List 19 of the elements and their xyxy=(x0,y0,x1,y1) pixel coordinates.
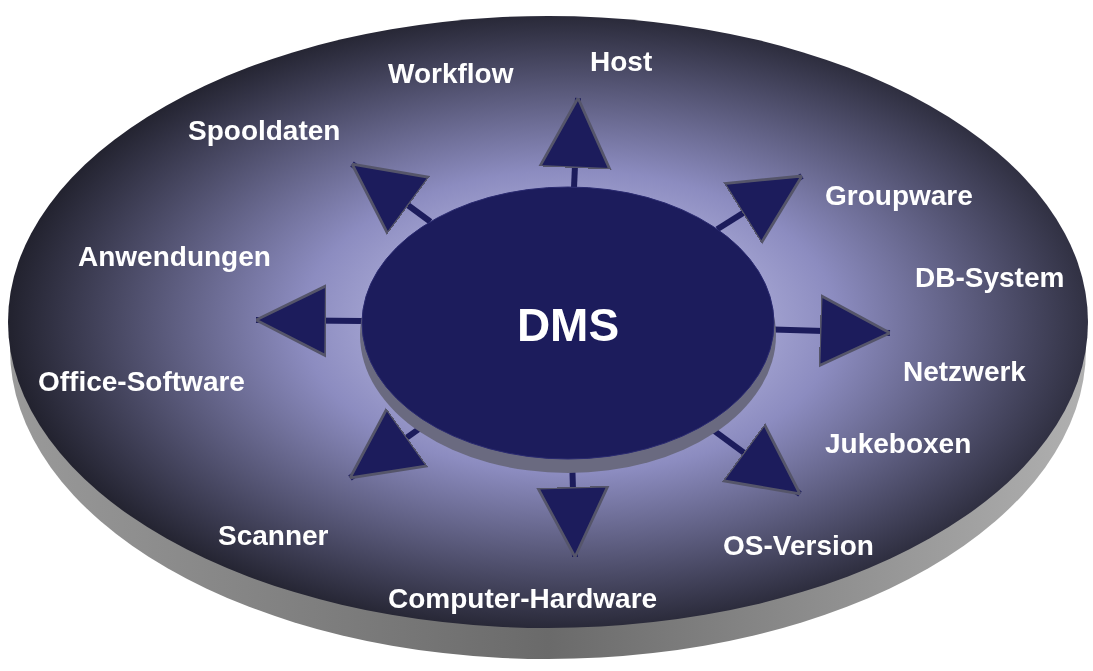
topic-label: Groupware xyxy=(825,180,973,212)
topic-label: Computer-Hardware xyxy=(388,583,658,615)
topic-label: Scanner xyxy=(218,520,329,552)
topic-label: Office-Software xyxy=(38,366,245,398)
platform-ellipse xyxy=(8,16,1088,661)
arrow xyxy=(773,294,892,368)
arrow xyxy=(348,407,430,481)
arrow xyxy=(715,173,804,245)
topic-label: Netzwerk xyxy=(903,356,1026,388)
topic-label: Spooldaten xyxy=(188,115,341,147)
topic-label: Workflow xyxy=(388,58,514,90)
arrow xyxy=(254,284,363,358)
topic-label: Anwendungen xyxy=(78,241,271,273)
center-label: DMS xyxy=(516,298,620,352)
topic-label: DB-System xyxy=(915,262,1065,294)
topic-label: Host xyxy=(590,46,653,78)
topic-label: OS-Version xyxy=(723,530,874,562)
arrow xyxy=(538,96,612,188)
topic-label: Jukeboxen xyxy=(825,428,972,460)
